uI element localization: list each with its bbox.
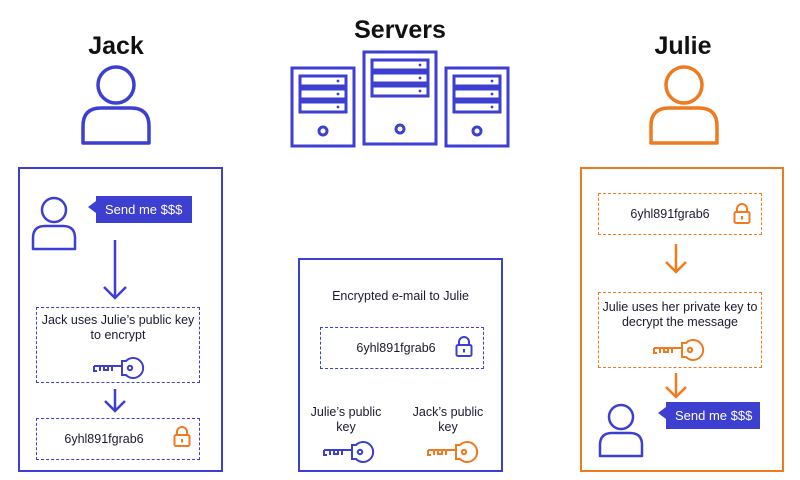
jack-title: Jack bbox=[88, 32, 144, 60]
jack-encrypted-box bbox=[36, 418, 200, 460]
arrow-down-icon bbox=[103, 240, 127, 300]
server-heading: Encrypted e-mail to Julie bbox=[332, 289, 469, 303]
key-icon bbox=[93, 357, 145, 379]
key-icon bbox=[323, 441, 375, 463]
arrow-down-icon bbox=[665, 244, 687, 274]
julie-title: Julie bbox=[654, 32, 712, 60]
julie-public-key-label: Julie’s public key bbox=[310, 405, 382, 434]
servers-title: Servers bbox=[354, 16, 446, 44]
key-icon bbox=[427, 441, 479, 463]
jack-encrypt-step-text: Jack uses Julie’s public key to encrypt bbox=[41, 313, 195, 342]
julie-decrypt-step-text: Julie uses her private key to decrypt th… bbox=[602, 300, 758, 329]
server-panel bbox=[298, 258, 503, 472]
lock-icon bbox=[455, 336, 473, 357]
julie-encrypted-box bbox=[598, 193, 762, 235]
lock-icon bbox=[733, 203, 751, 224]
julie-message-bubble: Send me $$$ bbox=[658, 402, 760, 429]
jack-person-icon bbox=[81, 65, 151, 145]
lock-icon bbox=[173, 426, 191, 447]
jack-message-bubble: Send me $$$ bbox=[88, 196, 192, 223]
julie-decrypt-step-box bbox=[598, 292, 762, 368]
jack-small-person-icon bbox=[31, 196, 77, 251]
julie-small-person-icon bbox=[598, 403, 644, 458]
server-encrypted-text: 6yhl891fgrab6 bbox=[356, 341, 436, 355]
julie-encrypted-text: 6yhl891fgrab6 bbox=[630, 207, 710, 221]
julie-person-icon bbox=[649, 65, 719, 145]
key-icon bbox=[653, 339, 705, 361]
jack-public-key-label: Jack’s public key bbox=[412, 405, 484, 434]
server-encrypted-box bbox=[320, 327, 484, 369]
servers-icon bbox=[290, 50, 510, 148]
jack-encrypted-text: 6yhl891fgrab6 bbox=[64, 432, 144, 446]
jack-encrypt-step-box bbox=[36, 307, 200, 383]
arrow-down-icon bbox=[104, 389, 126, 413]
arrow-down-icon bbox=[665, 373, 687, 399]
